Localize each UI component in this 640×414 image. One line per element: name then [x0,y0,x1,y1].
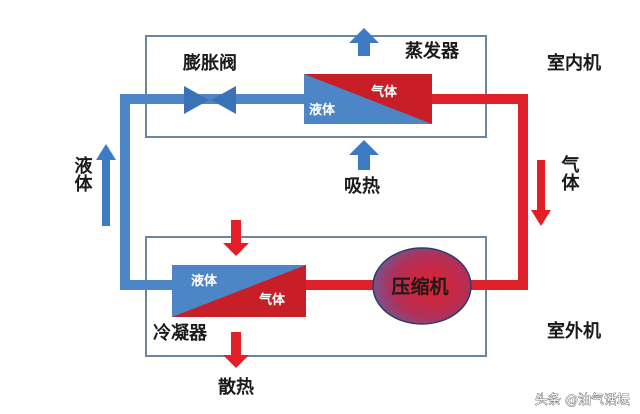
heat-release-arrow-icon [223,332,249,368]
evaporator-outflow-arrow-icon [349,28,379,56]
evaporator [304,74,432,124]
liquid-pipe [120,94,304,290]
evaporator-gas-label: 气体 [371,84,398,100]
heat-absorb-arrow-icon [349,140,379,170]
condenser-inflow-arrow-icon [223,220,249,256]
condenser-gas-label: 气体 [259,292,286,308]
expansion-valve-label: 膨胀阀 [182,52,237,74]
indoor-unit-box [145,35,487,138]
condenser-label: 冷凝器 [153,322,208,344]
gas-pipe [306,94,528,290]
heat-absorb-label: 吸热 [344,175,380,197]
liquid-side-label: 液体 [72,155,93,193]
watermark: 头条 @油气话坛 [535,392,630,408]
gas-down-arrow-icon [531,160,551,226]
condenser [172,265,306,317]
gas-side-label: 气体 [559,154,581,192]
expansion-valve-icon [184,86,236,114]
compressor-label: 压缩机 [391,275,448,298]
outdoor-unit-box [145,236,487,357]
outdoor-unit-label: 室外机 [547,320,601,342]
liquid-up-arrow-icon [96,144,116,226]
indoor-unit-label: 室内机 [547,52,601,74]
condenser-liquid-label: 液体 [191,273,218,289]
heat-release-label: 散热 [218,376,254,398]
evaporator-label: 蒸发器 [405,40,460,62]
evaporator-liquid-label: 液体 [309,102,336,118]
compressor [372,247,472,325]
